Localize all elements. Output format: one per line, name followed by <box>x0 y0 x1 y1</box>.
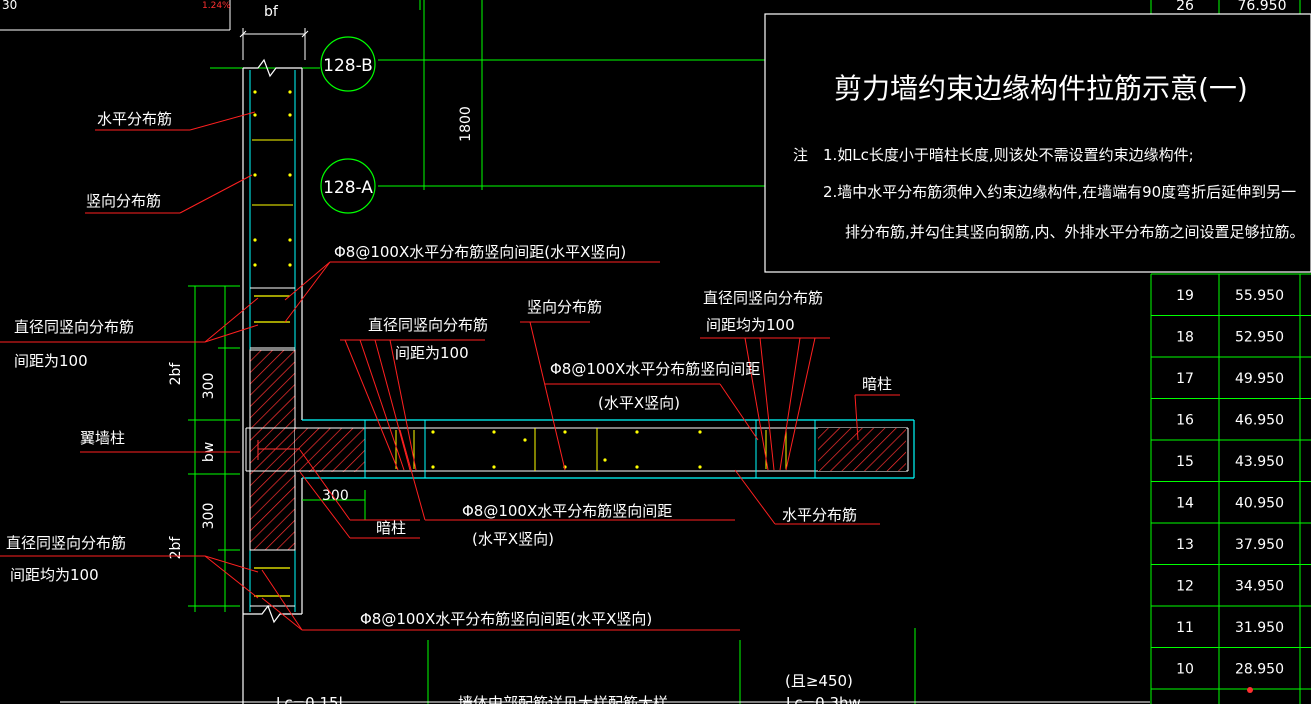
table-elev: 34.950 <box>1235 578 1284 594</box>
table-elev: 49.950 <box>1235 371 1284 387</box>
table-elev: 55.950 <box>1235 288 1284 304</box>
label-tie-top: Φ8@100X水平分布筋竖向间距(水平X竖向) <box>334 243 626 261</box>
dim-300-bot: 300 <box>201 503 217 530</box>
label-bottom-cond: (且≥450) <box>785 672 853 690</box>
table-floor: 18 <box>1176 329 1194 345</box>
label-mid1-l1: 直径同竖向分布筋 <box>368 316 488 334</box>
dim-1800: 1800 <box>458 106 474 142</box>
label-same-dia-l1: 直径同竖向分布筋 <box>14 318 134 336</box>
note-panel: 剪力墙约束边缘构件拉筋示意(一) 注 1.如Lc长度小于暗柱长度,则该处不需设置… <box>764 13 1311 273</box>
table-elev: 46.950 <box>1235 412 1284 428</box>
note-line2: 2.墙中水平分布筋须伸入约束边缘构件,在墙端有90度弯折后延伸到另一 <box>823 183 1296 201</box>
table-floor: 12 <box>1176 578 1194 594</box>
bottom-lines <box>60 628 1150 704</box>
corner-text: 30 <box>2 0 17 12</box>
title: 剪力墙约束边缘构件拉筋示意(一) <box>834 72 1248 105</box>
end-column-hatch <box>818 428 906 471</box>
left-dimensions: 2bf 300 bw 300 2bf 300 <box>168 285 366 612</box>
note-line1: 1.如Lc长度小于暗柱长度,则该处不需设置约束边缘构件; <box>823 146 1194 164</box>
bf-dimension: bf <box>239 4 309 60</box>
label-bottom-cut1: Lc=0.3hw <box>786 694 861 704</box>
label-vert-bar-mid: 竖向分布筋 <box>527 298 602 316</box>
leader-lines <box>0 111 900 631</box>
grid-lines: 128-B 128-A 1800 <box>210 0 765 214</box>
table-floor: 16 <box>1176 412 1194 428</box>
bf-label: bf <box>264 4 279 20</box>
table-floor: 11 <box>1176 620 1194 636</box>
corner-frame: 30 1.24% <box>0 0 231 31</box>
label-right-l2: 间距均为100 <box>706 316 795 334</box>
table-floor: 14 <box>1176 495 1194 511</box>
label-same-dia-l2: 间距为100 <box>14 352 88 370</box>
label-wing-col: 翼墙柱 <box>80 429 125 447</box>
label-horiz-bar-bottom: 水平分布筋 <box>782 506 857 524</box>
table-marker <box>1247 687 1253 693</box>
dim-300-top: 300 <box>201 373 217 400</box>
label-lower-l2: 间距均为100 <box>10 566 99 584</box>
label-bottom-cut3: 墙体中部配筋详见大样配筋大样 <box>458 694 668 704</box>
grid-label-b: 128-B <box>323 56 373 76</box>
corner-red-text: 1.24% <box>202 1 231 11</box>
table-elev: 37.950 <box>1235 537 1284 553</box>
table-elev: 31.950 <box>1235 620 1284 636</box>
table-elev: 52.950 <box>1235 329 1284 345</box>
drawing-labels: 水平分布筋 竖向分布筋 Φ8@100X水平分布筋竖向间距(水平X竖向) 直径同竖… <box>6 110 892 704</box>
table-elev: 40.950 <box>1235 495 1284 511</box>
wing-column-hatch <box>249 349 296 551</box>
note-panel-box <box>764 13 1311 273</box>
grid-circle-b <box>320 36 376 92</box>
label-bottom-cut2: Lc=0.15l <box>276 694 343 704</box>
table-rows: 19 55.950 18 52.950 17 49.950 16 46.950 15 43.950… <box>1150 273 1311 704</box>
note-prefix: 注 <box>793 146 808 164</box>
label-tie-mid-l2: (水平X竖向) <box>598 394 680 412</box>
dim-300-h: 300 <box>322 488 349 504</box>
label-hidden-col-bottom: 暗柱 <box>376 519 406 537</box>
table-floor: 15 <box>1176 454 1194 470</box>
label-tie-bot-l2: (水平X竖向) <box>472 530 554 548</box>
table-elev: 28.950 <box>1235 661 1284 677</box>
dim-2bf-top: 2bf <box>168 362 184 386</box>
table-floor: 19 <box>1176 288 1194 304</box>
elevation-table: 26 76.950 19 55.950 18 52.950 17 49.950 16 46.9… <box>1150 0 1311 704</box>
label-tie-bot-l1: Φ8@100X水平分布筋竖向间距 <box>462 502 672 520</box>
label-hidden-col: 暗柱 <box>862 375 892 393</box>
note-line3: 排分布筋,并勾住其竖向钢筋,内、外排水平分布筋之间设置足够拉筋。 <box>845 223 1305 241</box>
label-tie-mid-l1: Φ8@100X水平分布筋竖向间距 <box>550 360 760 378</box>
table-floor: 17 <box>1176 371 1194 387</box>
label-vert-bar: 竖向分布筋 <box>86 192 161 210</box>
dim-2bf-bot: 2bf <box>168 536 184 560</box>
rebar-dots <box>253 90 702 469</box>
table-elev: 43.950 <box>1235 454 1284 470</box>
grid-label-a: 128-A <box>323 178 373 198</box>
label-lower-l1: 直径同竖向分布筋 <box>6 534 126 552</box>
label-right-l1: 直径同竖向分布筋 <box>703 289 823 307</box>
label-tie-lowest: Φ8@100X水平分布筋竖向间距(水平X竖向) <box>360 610 652 628</box>
table-top-elev: 76.950 <box>1238 0 1287 14</box>
grid-circle-a <box>320 158 376 214</box>
corner-hatch <box>295 428 365 472</box>
table-floor: 10 <box>1176 661 1194 677</box>
table-top-floor: 26 <box>1176 0 1194 14</box>
table-floor: 13 <box>1176 537 1194 553</box>
label-mid1-l2: 间距为100 <box>395 344 469 362</box>
label-horiz-bar: 水平分布筋 <box>97 110 172 128</box>
horizontal-wall <box>245 419 915 479</box>
